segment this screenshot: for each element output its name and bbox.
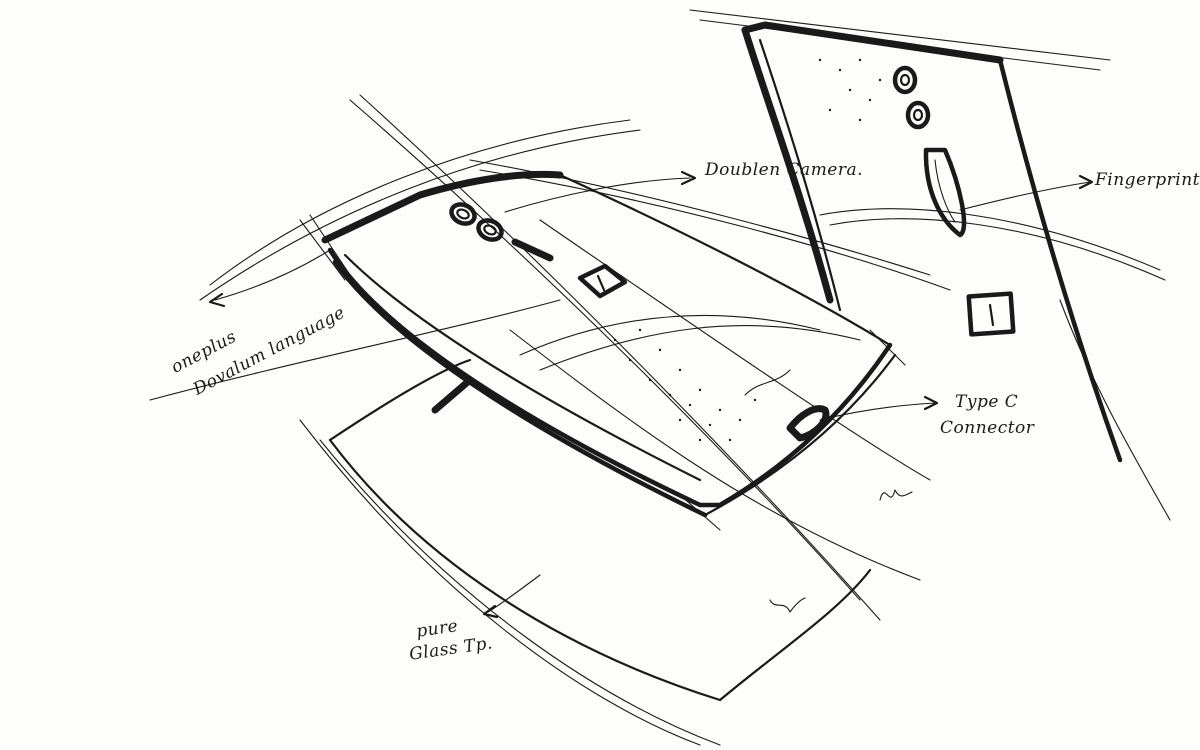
secondary-phone-texture	[818, 58, 882, 122]
label-type-c-line2: Connector	[940, 418, 1035, 438]
label-double-camera: Doublen Camera.	[705, 160, 864, 180]
secondary-phone-body	[689, 9, 1171, 521]
construction-lines	[149, 94, 951, 746]
main-phone-cameras	[449, 202, 554, 262]
main-phone-usb-port	[786, 405, 830, 442]
main-phone-texture	[613, 328, 757, 442]
glass-panel	[328, 358, 872, 702]
label-fingerprint: Fingerprint	[1095, 170, 1200, 190]
secondary-phone-fingerprint	[923, 147, 967, 238]
main-phone-body	[299, 170, 906, 531]
main-phone-logo	[577, 263, 628, 299]
secondary-phone-logo	[966, 291, 1016, 337]
signature-marks	[744, 369, 913, 613]
label-type-c-line1: Type C	[955, 392, 1019, 412]
secondary-phone-cameras	[892, 65, 931, 130]
annotation-leaders	[208, 170, 1094, 619]
